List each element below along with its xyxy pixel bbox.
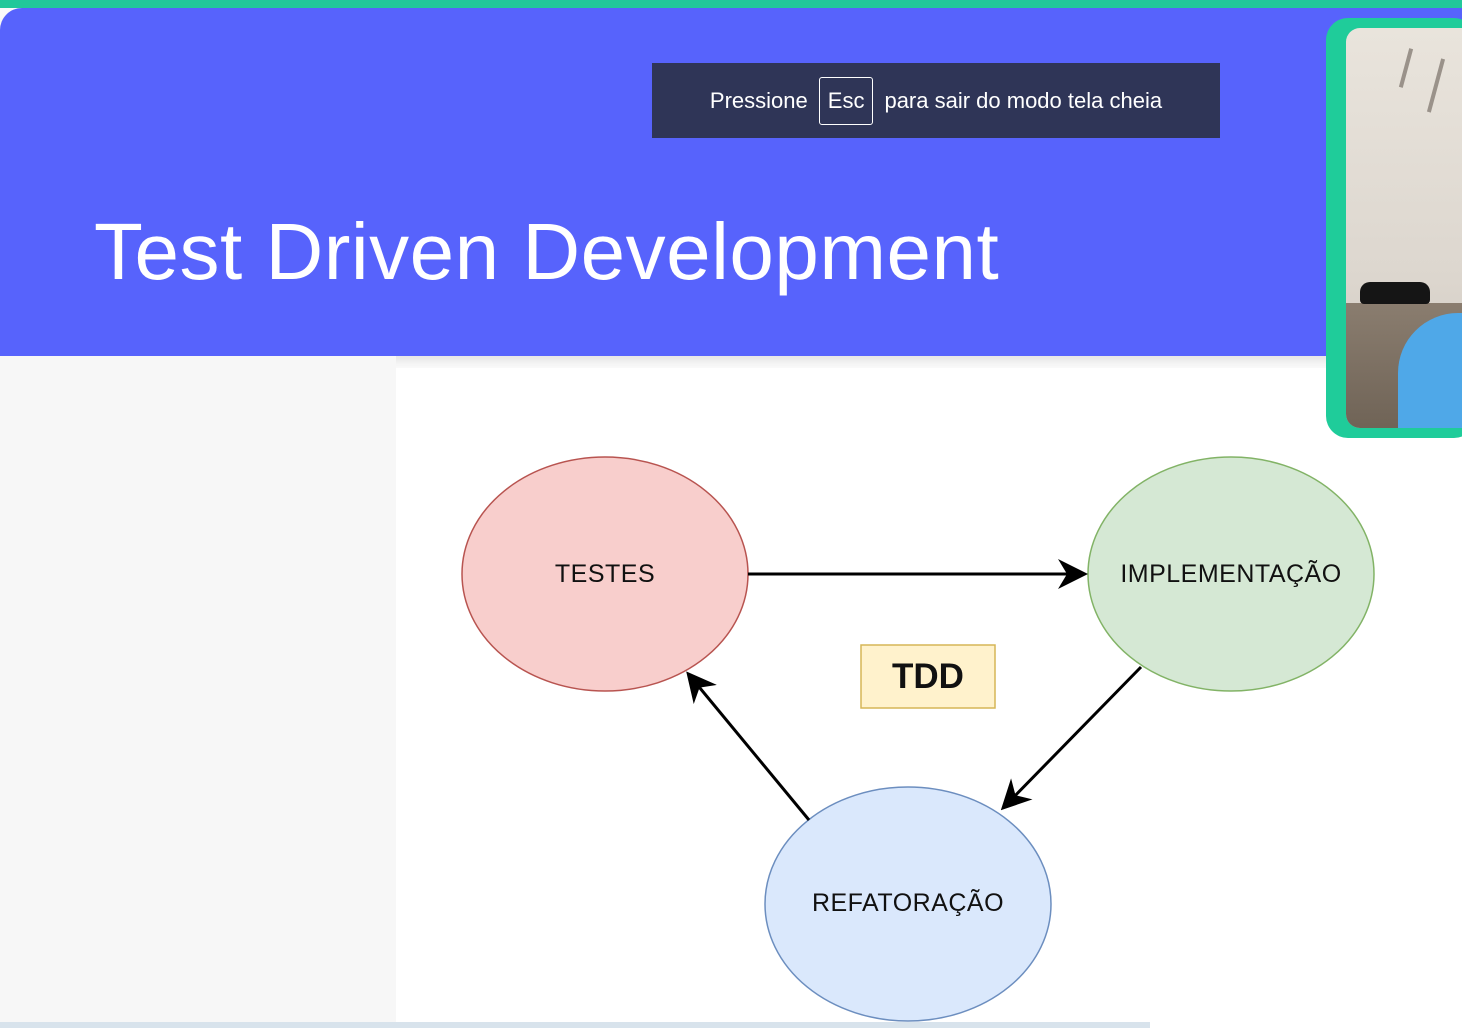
node-implementation: IMPLEMENTAÇÃO: [1087, 456, 1375, 692]
tdd-label-box: TDD: [860, 644, 996, 709]
top-accent-bar: [0, 0, 1462, 8]
fullscreen-notice-suffix: para sair do modo tela cheia: [884, 87, 1163, 113]
camera-wall-mark: [1398, 48, 1414, 88]
fullscreen-notice-prefix: Pressione: [709, 87, 808, 113]
slide-title: Test Driven Development: [94, 207, 1000, 296]
esc-key-badge: Esc: [818, 76, 874, 125]
tdd-label: TDD: [892, 657, 964, 696]
node-refactoring: REFATORAÇÃO: [764, 786, 1052, 1022]
camera-background-object: [1360, 282, 1430, 304]
arrow-implementation-to-refactoring: [1000, 665, 1143, 811]
node-refactoring-label: REFATORAÇÃO: [812, 888, 1004, 917]
arrow-refactoring-to-tests: [686, 671, 811, 821]
node-tests: TESTES: [461, 456, 749, 692]
camera-video-feed: [1346, 28, 1462, 428]
slide-left-margin: [0, 356, 396, 1028]
camera-wall-mark: [1426, 58, 1446, 113]
presenter-camera-thumbnail[interactable]: [1326, 18, 1462, 438]
node-implementation-label: IMPLEMENTAÇÃO: [1120, 559, 1341, 588]
fullscreen-exit-notice: Pressione Esc para sair do modo tela che…: [652, 63, 1220, 138]
node-tests-label: TESTES: [555, 560, 655, 588]
bottom-strip: [0, 1022, 1150, 1028]
